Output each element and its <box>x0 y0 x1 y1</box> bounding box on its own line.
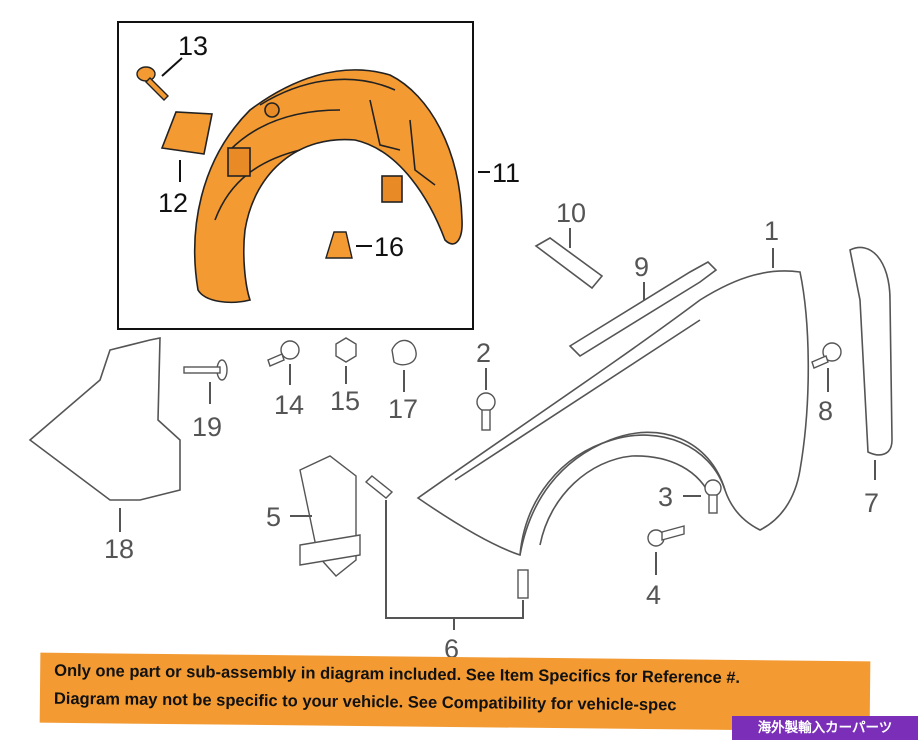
callout-18: 18 <box>104 534 134 564</box>
leader-13 <box>161 57 183 77</box>
callout-4: 4 <box>646 580 661 610</box>
callout-13: 13 <box>178 31 208 61</box>
part-4-screw <box>647 525 685 547</box>
callout-19: 19 <box>192 412 222 442</box>
part-9-seal-strip <box>568 261 718 358</box>
part-2-bolt <box>476 392 496 431</box>
callout-11: 11 <box>492 158 520 188</box>
part-14-bolt <box>267 340 300 367</box>
callout-12: 12 <box>158 188 188 218</box>
part-15-nut <box>335 337 357 363</box>
part-1-fender <box>416 270 810 557</box>
part-7-seal <box>849 246 893 456</box>
callout-2: 2 <box>476 338 491 368</box>
part-3-screw <box>704 479 722 514</box>
callout-5: 5 <box>266 502 281 532</box>
callout-1: 1 <box>764 216 779 246</box>
callout-15: 15 <box>330 386 360 416</box>
callout-14: 14 <box>274 390 304 420</box>
disclaimer-line-1: Only one part or sub-assembly in diagram… <box>54 661 741 687</box>
callout-8: 8 <box>818 396 833 426</box>
part-17-clip <box>391 339 417 366</box>
callout-16: 16 <box>374 232 404 262</box>
disclaimer-line-2: Diagram may not be specific to your vehi… <box>53 689 677 715</box>
part-12-pad <box>160 111 213 155</box>
part-16-clip <box>325 231 353 259</box>
part-10-bracket <box>534 237 604 290</box>
callout-17: 17 <box>388 394 418 424</box>
part-6-bolts <box>364 475 529 599</box>
callout-7: 7 <box>864 488 879 518</box>
part-8-bolt <box>811 342 842 369</box>
part-13-screw <box>136 66 169 101</box>
callout-9: 9 <box>634 252 649 282</box>
part-5-bracket <box>299 455 361 577</box>
callout-3: 3 <box>658 482 673 512</box>
part-18-shield <box>28 337 181 501</box>
shop-tag: 海外製輸入カーパーツ <box>732 716 918 740</box>
callout-10: 10 <box>556 198 586 228</box>
leader-6 <box>385 500 524 619</box>
part-19-push-pin <box>183 359 228 381</box>
part-11-fender-liner <box>193 69 463 304</box>
